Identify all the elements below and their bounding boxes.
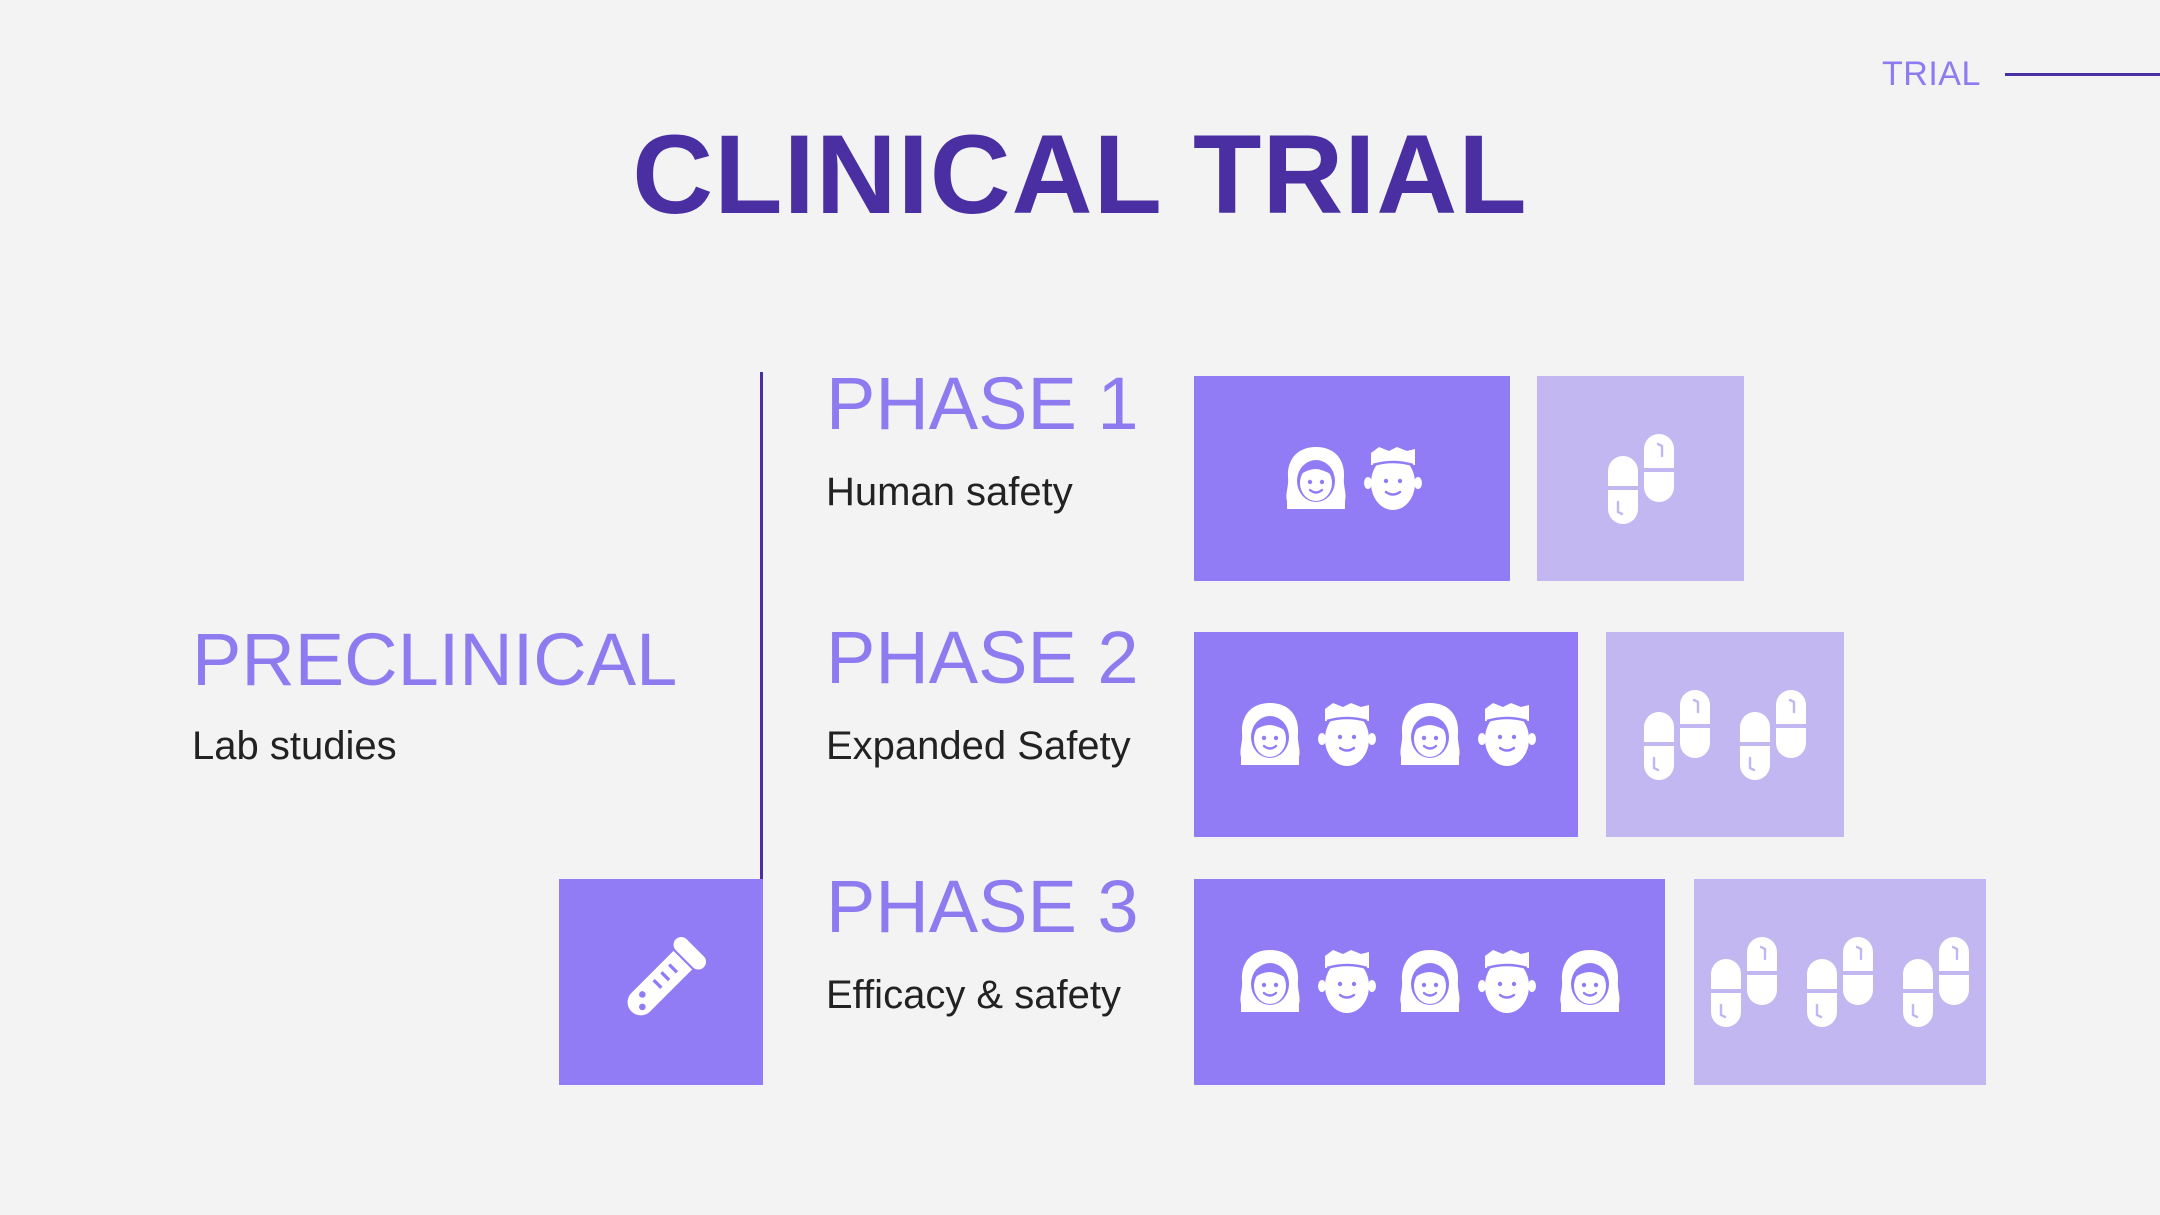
phase-2-medication-box	[1606, 632, 1844, 837]
phase-2-participants-box	[1194, 632, 1578, 837]
pill-pair-icon	[1903, 937, 1969, 1027]
phase-1-heading: PHASE 1	[826, 362, 1139, 445]
man-face-icon	[1477, 699, 1537, 771]
man-face-icon	[1477, 946, 1537, 1018]
woman-face-icon	[1235, 699, 1305, 771]
phase-1-subtitle: Human safety	[826, 470, 1073, 514]
pill-pair-icon	[1740, 689, 1806, 780]
phase-3-medication-box	[1694, 879, 1986, 1085]
preclinical-box	[559, 879, 763, 1085]
phase-3-heading: PHASE 3	[826, 865, 1139, 948]
woman-face-icon	[1395, 946, 1465, 1018]
phase-3-participants-box	[1194, 879, 1665, 1085]
woman-face-icon	[1235, 946, 1305, 1018]
woman-face-icon	[1395, 699, 1465, 771]
preclinical-subtitle: Lab studies	[192, 724, 397, 768]
pill-pair-icon	[1644, 689, 1710, 780]
test-tube-icon	[606, 927, 716, 1037]
man-face-icon	[1363, 443, 1423, 515]
phase-1-participants-box	[1194, 376, 1510, 581]
phase-2-heading: PHASE 2	[826, 616, 1139, 699]
woman-face-icon	[1555, 946, 1625, 1018]
woman-face-icon	[1281, 443, 1351, 515]
phase-1-medication-box	[1537, 376, 1744, 581]
section-tag: TRIAL	[1882, 55, 1981, 93]
man-face-icon	[1317, 946, 1377, 1018]
pill-pair-icon	[1607, 433, 1674, 524]
page-title: CLINICAL TRIAL	[632, 112, 1528, 237]
pill-pair-icon	[1711, 937, 1777, 1027]
phase-2-subtitle: Expanded Safety	[826, 724, 1131, 768]
section-tag-line	[2005, 73, 2160, 76]
timeline-divider	[760, 372, 763, 885]
preclinical-heading: PRECLINICAL	[192, 618, 678, 701]
pill-pair-icon	[1807, 937, 1873, 1027]
man-face-icon	[1317, 699, 1377, 771]
phase-3-subtitle: Efficacy & safety	[826, 973, 1121, 1017]
